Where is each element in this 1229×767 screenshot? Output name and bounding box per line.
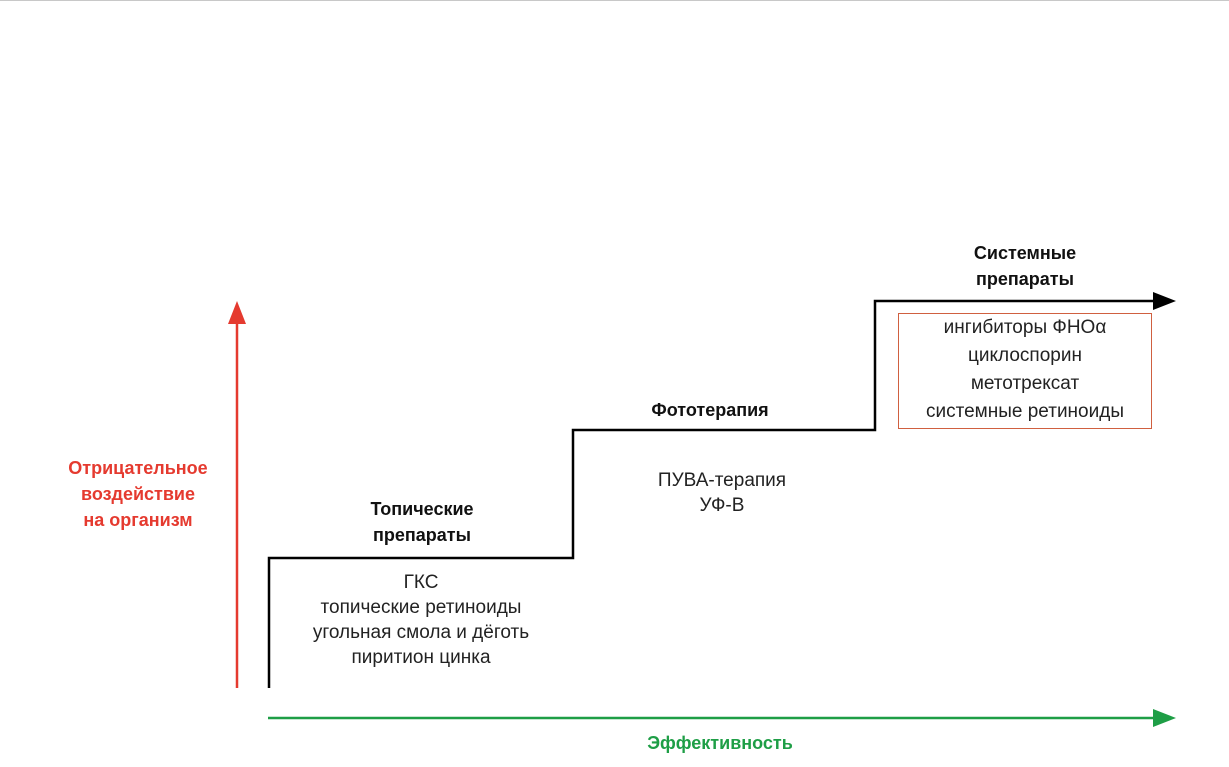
step-line-arrowhead — [1153, 292, 1176, 310]
stage-item: ПУВА-терапия — [657, 470, 787, 491]
stage-title-line: Системные — [973, 243, 1077, 263]
stage-items-topical: ГКС топические ретиноиды угольная смола … — [270, 570, 572, 670]
stage-item: метотрексат — [970, 373, 1080, 394]
stage-title-line: препараты — [373, 525, 471, 545]
top-divider — [0, 0, 1229, 1]
stage-items-systemic: ингибиторы ФНОα циклоспорин метотрексат … — [898, 313, 1152, 429]
stage-title-line: Фототерапия — [651, 400, 769, 420]
y-axis-label-line: на организм — [83, 510, 193, 530]
y-axis-label-line: воздействие — [80, 484, 195, 504]
stage-title-topical: Топические препараты — [332, 496, 512, 548]
stage-title-line: Топические — [370, 499, 474, 519]
stage-items-phototherapy: ПУВА-терапия УФ-В — [622, 468, 822, 518]
y-axis-label: Отрицательное воздействие на организм — [48, 455, 228, 533]
stage-item: УФ-В — [699, 495, 745, 516]
x-axis-label: Эффективность — [647, 733, 793, 753]
stage-item: ГКС — [403, 572, 439, 593]
stage-item: угольная смола и дёготь — [312, 622, 530, 643]
stage-title-line: препараты — [976, 269, 1074, 289]
x-axis-arrowhead — [1153, 709, 1176, 727]
stage-title-phototherapy: Фототерапия — [620, 397, 800, 423]
stage-item: системные ретиноиды — [926, 401, 1124, 422]
y-axis-label-line: Отрицательное — [68, 458, 208, 478]
stage-item: циклоспорин — [968, 345, 1082, 366]
y-axis-arrowhead — [228, 301, 246, 324]
stage-item: топические ретиноиды — [320, 597, 522, 618]
stage-item: ингибиторы ФНОα — [943, 317, 1107, 338]
stage-title-systemic: Системные препараты — [935, 240, 1115, 292]
stage-item: пиритион цинка — [351, 647, 491, 668]
step-line — [267, 299, 1158, 688]
